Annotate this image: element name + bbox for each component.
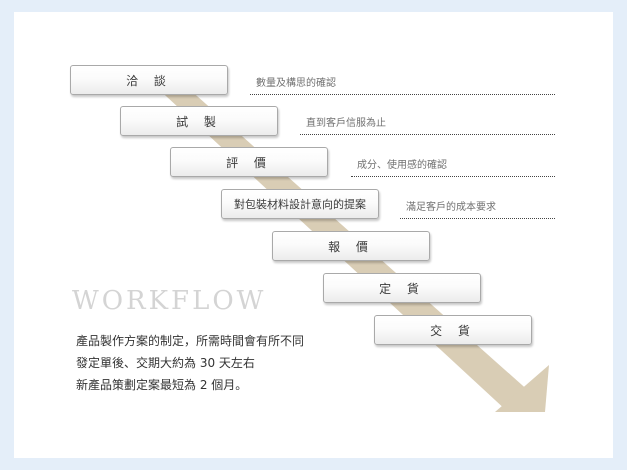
workflow-title: WORKFLOW xyxy=(72,286,267,316)
description: 產品製作方案的制定，所需時間會有所不同 發定單後、交期大約為 30 天左右 新產… xyxy=(76,330,304,396)
step-order: 定 貨 xyxy=(323,273,481,303)
step-delivery: 交 貨 xyxy=(374,315,532,345)
step-negotiation: 洽 談 xyxy=(70,65,228,95)
step-evaluation: 評 價 xyxy=(170,147,328,177)
description-line-3: 新產品策劃定案最短為 2 個月。 xyxy=(76,378,248,392)
step-packaging-proposal: 對包裝材料設計意向的提案 xyxy=(221,189,379,219)
step-trial-production: 試 製 xyxy=(120,106,278,136)
arrow-head xyxy=(495,365,549,412)
step-quotation: 報 價 xyxy=(272,231,430,261)
note-trial-production: 直到客戶信服為止 xyxy=(300,116,555,135)
description-line-2: 發定單後、交期大約為 30 天左右 xyxy=(76,356,255,370)
note-negotiation: 數量及構思的確認 xyxy=(250,76,555,95)
description-line-1: 產品製作方案的制定，所需時間會有所不同 xyxy=(76,334,305,348)
note-evaluation: 成分、使用感的確認 xyxy=(351,158,555,177)
note-packaging-proposal: 滿足客戶的成本要求 xyxy=(400,200,555,219)
